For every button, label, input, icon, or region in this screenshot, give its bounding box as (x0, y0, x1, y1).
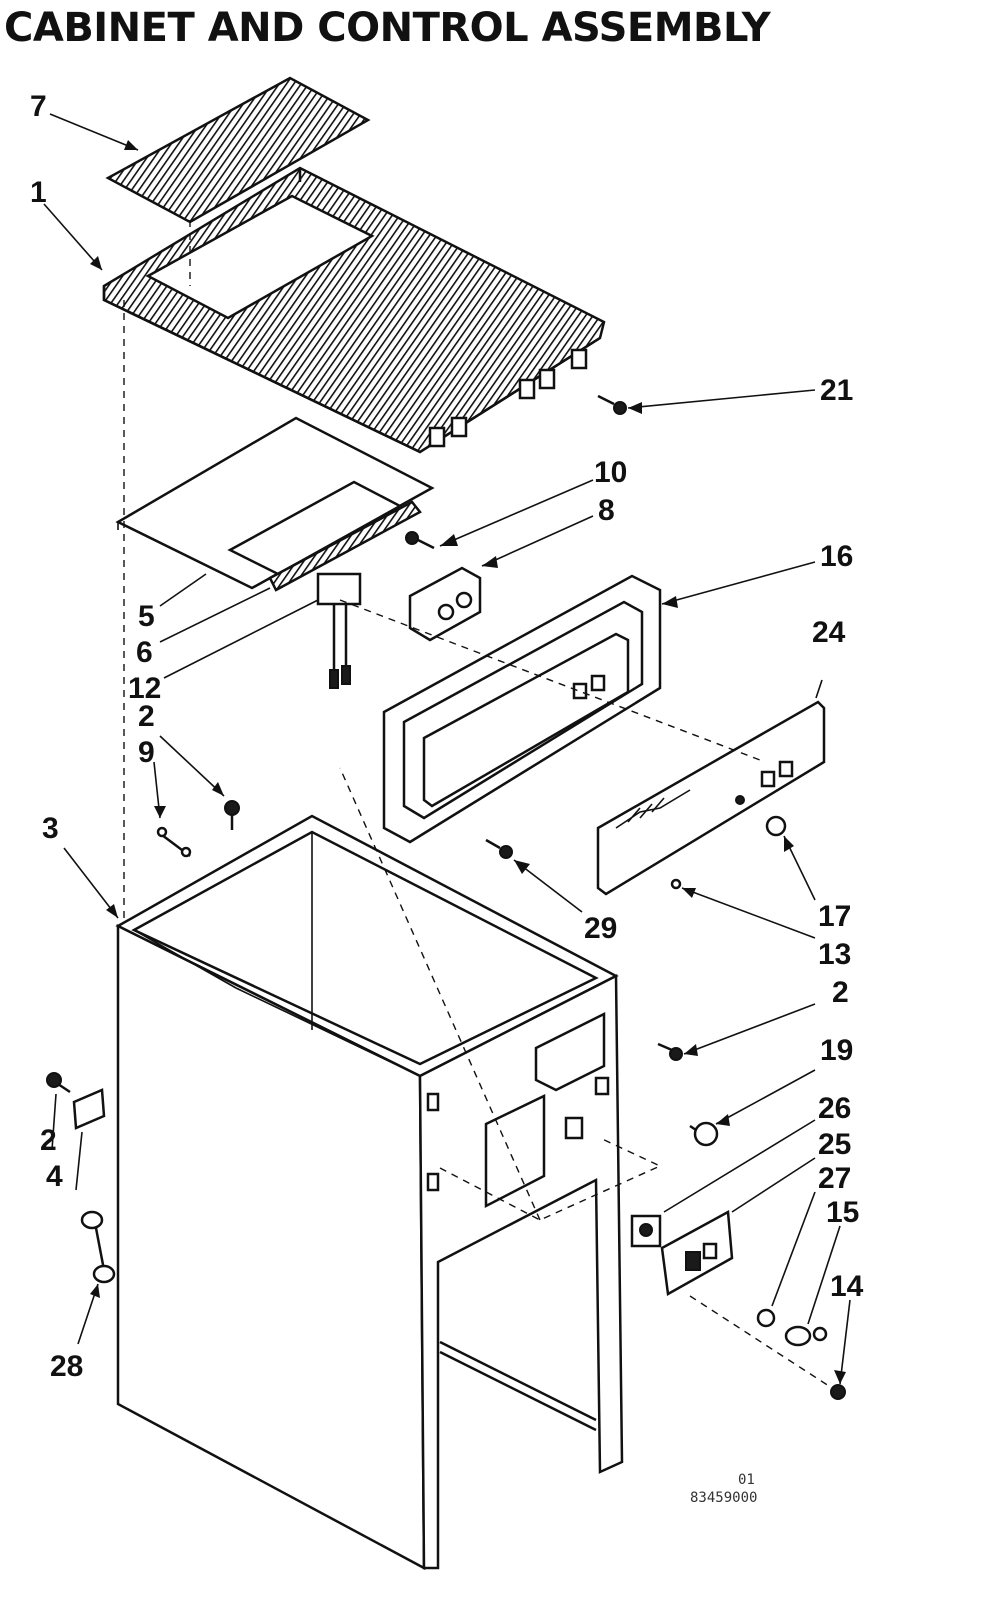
part-5-plate (115, 416, 435, 590)
stamp-line2: 83459000 (690, 1490, 757, 1506)
callout-4: 4 (46, 1160, 63, 1193)
callout-28: 28 (50, 1350, 83, 1383)
callout-21: 21 (820, 374, 853, 407)
callout-17: 17 (818, 900, 851, 933)
callout-7: 7 (30, 90, 47, 123)
part-13-small-part (670, 878, 816, 939)
exploded-parts-diagram: 7 1 21 10 8 16 24 5 6 12 2 9 3 29 17 13 … (30, 76, 864, 1571)
part-2-screw-upper (159, 735, 240, 830)
callout-19: 19 (820, 1034, 853, 1067)
callout-13: 13 (818, 938, 851, 971)
callout-26: 26 (818, 1092, 851, 1125)
callout-9: 9 (138, 736, 155, 769)
callout-5: 5 (138, 600, 155, 633)
callout-25: 25 (818, 1128, 851, 1161)
part-24-control-panel (596, 679, 826, 896)
callout-14: 14 (830, 1270, 864, 1303)
part-1-top-frame (102, 166, 606, 454)
part-10-screw (405, 479, 594, 550)
part-9-clip (153, 761, 192, 858)
part-12-switch (316, 572, 362, 689)
callout-27: 27 (818, 1162, 851, 1195)
stamp-line1: 01 (738, 1472, 755, 1488)
part-4-bracket (72, 1088, 106, 1191)
callout-12: 12 (128, 672, 161, 705)
part-25-lock-plate (660, 1157, 816, 1296)
callout-2-upper: 2 (138, 700, 155, 733)
part-26-lock-block (630, 1119, 816, 1248)
callout-6: 6 (136, 636, 153, 669)
callout-10: 10 (594, 456, 627, 489)
callout-29: 29 (584, 912, 617, 945)
part-15-key (784, 1225, 841, 1347)
callout-2-left: 2 (40, 1124, 57, 1157)
callout-2-right: 2 (832, 976, 849, 1009)
part-2-screw-left (46, 1072, 71, 1151)
part-17-knob (765, 815, 816, 901)
part-21-screw (597, 389, 816, 415)
callout-8: 8 (598, 494, 615, 527)
leader-3 (63, 847, 119, 919)
part-2-screw-right (657, 1003, 816, 1061)
page-title: CABINET AND CONTROL ASSEMBLY (4, 5, 771, 51)
part-7-top-panel (105, 76, 371, 224)
part-14-screw (689, 1295, 851, 1400)
callout-16: 16 (820, 540, 853, 573)
callout-15: 15 (826, 1196, 859, 1229)
part-27-nut (756, 1191, 816, 1328)
part-29-screw (485, 838, 583, 913)
part-28-hinge (77, 1210, 116, 1345)
part-6-bracket (268, 500, 422, 592)
leader-6 (159, 587, 271, 643)
callout-1: 1 (30, 176, 47, 209)
part-3-cabinet (115, 220, 761, 1571)
part-16-console-frame (382, 561, 816, 844)
part-8-switch-block (408, 515, 594, 642)
callout-3: 3 (42, 812, 59, 845)
part-19-knob (689, 1069, 816, 1147)
callout-24: 24 (812, 616, 846, 649)
leader-1 (43, 203, 103, 271)
leader-12 (163, 599, 319, 679)
leader-7 (49, 113, 139, 151)
leader-5 (159, 573, 207, 607)
